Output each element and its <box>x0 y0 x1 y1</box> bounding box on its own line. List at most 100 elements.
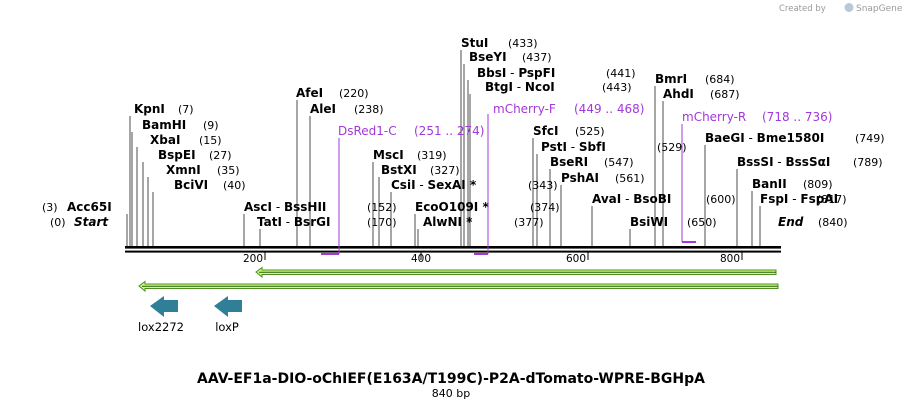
site-name-separator: - <box>513 80 525 94</box>
primer-label-mcherry-r: mCherry-R <box>682 110 746 124</box>
site-label-baegi-bme1580i[interactable]: BaeGI - Bme1580I <box>705 131 824 145</box>
site-name-stui: StuI <box>461 36 488 50</box>
site-position-baegi-bme1580i: (749) <box>855 132 885 145</box>
site-position-bsssi-bsssαi: (789) <box>853 156 883 169</box>
site-name-ecoo109i: EcoO109I * <box>415 200 489 214</box>
site-label-tati-bsrgi[interactable]: TatI - BsrGI <box>257 215 330 229</box>
site-leader-lines <box>126 50 761 246</box>
site-label-bbsi-pspfi[interactable]: BbsI - PspFI <box>477 66 555 80</box>
site-position-afei: (220) <box>339 87 369 100</box>
site-label-ahdi[interactable]: AhdI <box>663 87 694 101</box>
site-label-xmni[interactable]: XmnI <box>166 163 201 177</box>
site-label-ecoo109i[interactable]: EcoO109I * <box>415 200 489 214</box>
site-label-stui[interactable]: StuI <box>461 36 488 50</box>
site-position-alei: (238) <box>354 103 384 116</box>
site-name-bsshii: BssHII <box>284 200 326 214</box>
site-label-psti-sbfi[interactable]: PstI - SbfI <box>541 140 606 154</box>
primer-label-dsred1-c: DsRed1-C <box>338 124 397 138</box>
site-label-xbai[interactable]: XbaI <box>150 133 180 147</box>
site-position-pshai: (561) <box>615 172 645 185</box>
site-name-separator: - <box>745 131 757 145</box>
site-label-fspi-fspai[interactable]: FspI - FspAI <box>760 192 838 206</box>
site-label-alwni[interactable]: AlwNI * <box>423 215 473 229</box>
site-label-kpni[interactable]: KpnI <box>134 102 165 116</box>
ruler-label-200: 200 <box>243 253 263 265</box>
site-name-msci: MscI <box>373 148 404 162</box>
primer-marks <box>321 114 696 255</box>
site-label-bseri[interactable]: BseRI <box>550 155 588 169</box>
lox2272-feature: lox2272 <box>138 296 184 334</box>
site-name-sfci: SfcI <box>533 124 558 138</box>
primer-range-mcherry-f: (449 .. 468) <box>574 102 644 116</box>
site-label-csii-sexai[interactable]: CsiI - SexAI * <box>391 178 477 192</box>
site-name-xmni: XmnI <box>166 163 201 177</box>
site-label-bamhi[interactable]: BamHI <box>142 118 186 132</box>
site-name-afei: AfeI <box>296 86 323 100</box>
site-label-bmri[interactable]: BmrI <box>655 72 687 86</box>
orf-arrow-lower <box>138 280 779 293</box>
site-label-msci[interactable]: MscI <box>373 148 404 162</box>
site-position-xbai: (15) <box>199 134 222 147</box>
site-label-afei[interactable]: AfeI <box>296 86 323 100</box>
site-position-csii-sexai: (343) <box>528 179 558 192</box>
site-name-pspfi: PspFI <box>518 66 555 80</box>
snapgene-logo-icon <box>844 3 854 12</box>
ruler-label-400: 400 <box>411 253 431 265</box>
site-name-avai: AvaI <box>592 192 621 206</box>
site-label-bsiwi[interactable]: BsiWI <box>630 215 668 229</box>
site-label-alei[interactable]: AleI <box>310 102 336 116</box>
site-name-separator: - <box>567 140 579 154</box>
site-name-bseri: BseRI <box>550 155 588 169</box>
site-position-kpni: (7) <box>178 103 194 116</box>
map-length: 840 bp <box>432 387 470 400</box>
backbone-top-strand <box>125 246 781 249</box>
site-label-acc65i[interactable]: Acc65I <box>67 200 112 214</box>
ruler-label-800: 800 <box>720 253 740 265</box>
site-position-ecoo109i: (374) <box>530 201 560 214</box>
site-name-separator: - <box>416 178 428 192</box>
site-label-bsssi-bsssαi[interactable]: BssSI - BssSαI <box>737 155 830 169</box>
ruler-label-600: 600 <box>566 253 586 265</box>
site-name-alwni: AlwNI * <box>423 215 473 229</box>
site-name-acc65i: Acc65I <box>67 200 112 214</box>
site-name-separator: - <box>774 155 786 169</box>
site-position-bmri: (684) <box>705 73 735 86</box>
site-name-separator: - <box>282 215 294 229</box>
site-label-avai-bsobi[interactable]: AvaI - BsoBI <box>592 192 671 206</box>
site-name-btgi: BtgI <box>485 80 513 94</box>
site-name-sbfi: SbfI <box>579 140 606 154</box>
site-name-bmri: BmrI <box>655 72 687 86</box>
site-name-pshai: PshAI <box>561 171 599 185</box>
site-label-bseyi[interactable]: BseYI <box>469 50 507 64</box>
site-name-ahdi: AhdI <box>663 87 694 101</box>
site-position-bamhi: (9) <box>203 119 219 132</box>
site-position-alwni: (377) <box>514 216 544 229</box>
site-position-bseyi: (437) <box>522 51 552 64</box>
site-position-asci-bsshii: (152) <box>367 201 397 214</box>
site-label-btgi-ncoi[interactable]: BtgI - NcoI <box>485 80 555 94</box>
site-label-sfci[interactable]: SfcI <box>533 124 558 138</box>
site-position-xmni: (35) <box>217 164 240 177</box>
credit-brand: SnapGene <box>856 4 903 14</box>
site-position-psti-sbfi: (529) <box>657 141 687 154</box>
site-name-bme1580i: Bme1580I <box>757 131 825 145</box>
site-name-bamhi: BamHI <box>142 118 186 132</box>
orf-arrow-upper <box>255 266 777 279</box>
site-name-fspai: FspAI <box>800 192 838 206</box>
site-label-pshai[interactable]: PshAI <box>561 171 599 185</box>
site-position-sfci: (525) <box>575 125 605 138</box>
site-name-asci: AscI <box>244 200 272 214</box>
credit-prefix: Created by <box>779 4 826 14</box>
site-label-bspei[interactable]: BspEI <box>158 148 196 162</box>
site-position-ahdi: (687) <box>710 88 740 101</box>
site-label-bcivi[interactable]: BciVI <box>174 178 208 192</box>
site-name-psti: PstI <box>541 140 567 154</box>
site-label-bstxi[interactable]: BstXI <box>381 163 417 177</box>
site-label-banii[interactable]: BanII <box>752 177 787 191</box>
site-name-bsobi: BsoBI <box>633 192 671 206</box>
loxp-label: loxP <box>215 320 239 334</box>
site-position-acc65i: (3) <box>42 201 58 214</box>
primer-range-mcherry-r: (718 .. 736) <box>762 110 832 124</box>
site-label-asci-bsshii[interactable]: AscI - BssHII <box>244 200 326 214</box>
